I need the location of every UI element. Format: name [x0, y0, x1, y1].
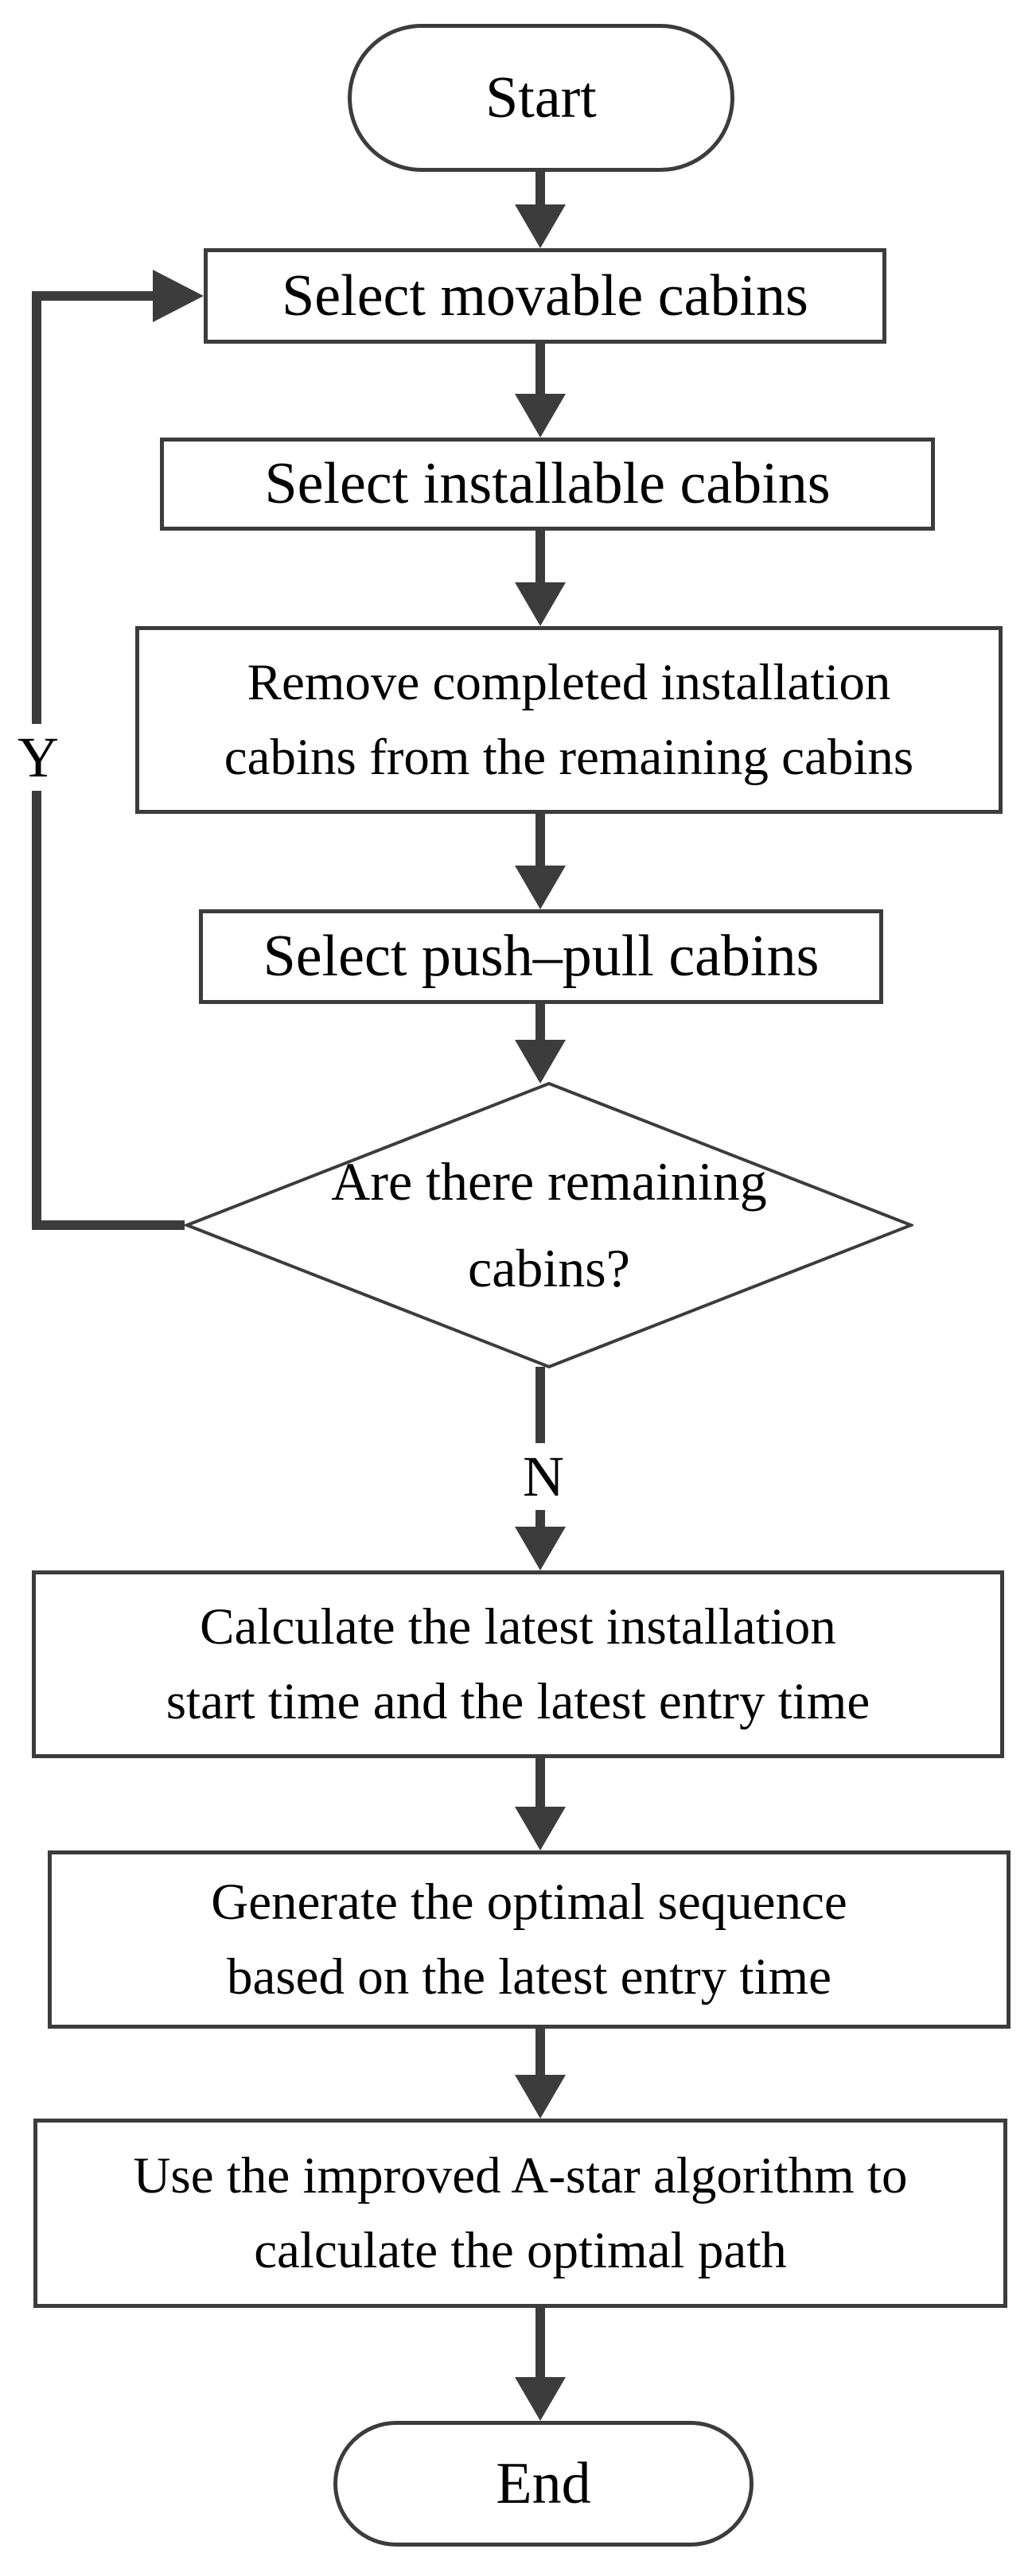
process-astar-optimal-path: Use the improved A-star algorithm to cal… [33, 2119, 1007, 2308]
process-select-installable-cabins: Select installable cabins [160, 438, 935, 531]
arrow-pushpull-to-decision [515, 1004, 566, 1084]
process-generate-optimal-sequence: Generate the optimal sequence based on t… [48, 1850, 1011, 2029]
arrow-down-head-icon [515, 2075, 566, 2119]
arrow-down-head-icon [515, 2377, 566, 2421]
arrow-shaft [535, 172, 545, 208]
arrow-movable-to-installable [515, 344, 566, 438]
select-push-pull-label: Select push–pull cabins [263, 924, 820, 989]
process-remove-completed-cabins: Remove completed installation cabins fro… [135, 626, 1003, 814]
arrow-shaft [535, 2029, 545, 2079]
arrow-down-head-icon [515, 1807, 566, 1850]
loop-line-top [32, 291, 153, 301]
end-terminator: End [333, 2421, 754, 2547]
arrow-shaft [535, 1758, 545, 1811]
arrow-shaft [535, 1004, 545, 1044]
astar-path-label: Use the improved A-star algorithm to cal… [133, 2146, 908, 2279]
decision-remaining-cabins: Are there remaining cabins? [185, 1082, 913, 1368]
edge-label-yes: Y [14, 724, 62, 791]
arrow-astar-to-end [515, 2308, 566, 2421]
start-label: Start [485, 64, 597, 130]
arrow-down-head-icon [515, 394, 566, 438]
select-movable-label: Select movable cabins [282, 263, 808, 329]
arrow-calculate-to-generate [515, 1758, 566, 1850]
decision-label: Are there remaining cabins? [331, 1151, 767, 1298]
generate-sequence-label: Generate the optimal sequence based on t… [211, 1873, 847, 2006]
arrow-shaft [535, 531, 545, 586]
arrow-right-head-icon [153, 270, 204, 322]
diamond-shape [185, 1082, 913, 1368]
arrow-start-to-select-movable [515, 172, 566, 248]
calculate-latest-label: Calculate the latest installation start … [166, 1597, 870, 1730]
loop-line-bottom [32, 1220, 185, 1230]
arrow-shaft [535, 344, 545, 398]
arrow-down-head-icon [515, 1040, 566, 1084]
end-label: End [496, 2450, 591, 2516]
arrow-down-head-icon [515, 582, 566, 626]
process-select-movable-cabins: Select movable cabins [204, 248, 886, 344]
arrow-remove-to-pushpull [515, 814, 566, 909]
arrow-shaft [535, 814, 545, 870]
start-terminator: Start [348, 24, 734, 172]
process-select-push-pull-cabins: Select push–pull cabins [199, 909, 883, 1004]
process-calculate-latest-times: Calculate the latest installation start … [32, 1570, 1004, 1758]
remove-completed-label: Remove completed installation cabins fro… [224, 653, 914, 786]
arrow-down-head-icon [515, 866, 566, 909]
arrow-down-head-icon [515, 1527, 566, 1570]
arrow-shaft [535, 2308, 545, 2381]
arrow-installable-to-remove [515, 531, 566, 626]
arrow-generate-to-astar [515, 2029, 566, 2119]
arrow-down-head-icon [515, 204, 566, 248]
select-installable-label: Select installable cabins [264, 451, 831, 516]
edge-label-no: N [520, 1443, 567, 1510]
